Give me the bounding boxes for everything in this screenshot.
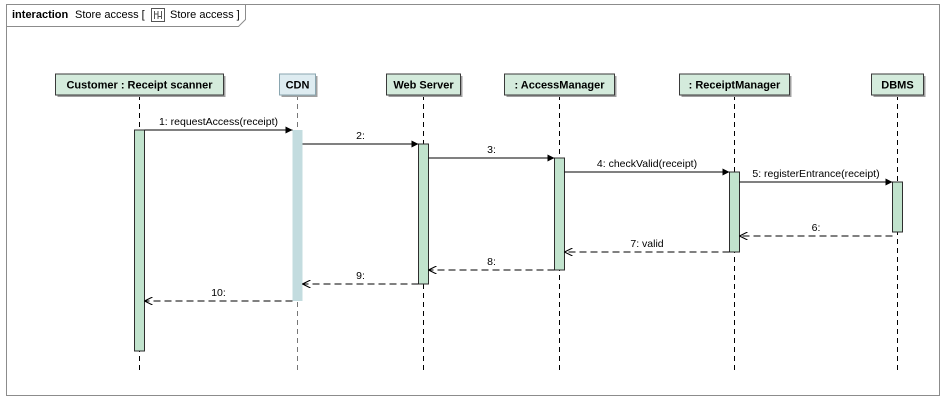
message-label: 4: checkValid(receipt) (597, 158, 697, 170)
lifeline-dbms: DBMS (871, 73, 926, 374)
message-label: 7: valid (630, 238, 663, 250)
activation-bar (554, 157, 565, 271)
message-label: 3: (487, 144, 496, 156)
message-label: 10: (211, 287, 226, 299)
message-label: 2: (356, 130, 365, 142)
activation-bar (729, 171, 740, 253)
lifeline-label: : AccessManager (514, 80, 605, 92)
message-7[interactable]: 7: valid (565, 238, 730, 252)
lifeline-label: Web Server (393, 80, 454, 92)
message-label: 8: (487, 256, 496, 268)
activation-bar (134, 129, 145, 352)
message-3[interactable]: 3: (428, 144, 555, 162)
lifeline-label: : ReceiptManager (689, 80, 781, 92)
message-label: 1: requestAccess(receipt) (159, 116, 278, 128)
activation-bar (292, 130, 303, 301)
lifeline-header[interactable] (279, 73, 316, 96)
message-8[interactable]: 8: (429, 256, 555, 270)
message-1[interactable]: 1: requestAccess(receipt) (144, 116, 293, 134)
interaction-frame (6, 4, 940, 396)
lifeline-receiptmanager: : ReceiptManager (679, 73, 792, 374)
lifeline-label: CDN (286, 80, 310, 92)
frame-name: Store access [ (75, 9, 145, 21)
message-6[interactable]: 6: (740, 222, 893, 236)
lifeline-cdn: CDN (279, 73, 318, 374)
lifeline-header[interactable] (871, 73, 924, 96)
lifeline-accessmanager: : AccessManager (504, 73, 617, 374)
lifeline-header[interactable] (504, 73, 615, 96)
message-9[interactable]: 9: (303, 270, 419, 284)
lifeline-label: Customer : Receipt scanner (66, 80, 213, 92)
lifeline-label: DBMS (881, 80, 913, 92)
frame-ref-label: Store access ] (170, 9, 240, 21)
interaction-diagram-icon (151, 8, 165, 22)
frame-tab (6, 4, 246, 27)
message-label: 9: (356, 270, 365, 282)
lifeline-header[interactable] (55, 73, 224, 96)
message-4[interactable]: 4: checkValid(receipt) (564, 158, 730, 176)
message-label: 6: (812, 222, 821, 234)
message-label: 5: registerEntrance(receipt) (752, 168, 879, 180)
lifeline-webserver: Web Server (386, 73, 463, 374)
lifeline-customer: Customer : Receipt scanner (55, 73, 226, 374)
activation-bar (418, 143, 429, 285)
message-2[interactable]: 2: (302, 130, 419, 148)
frame-keyword: interaction (12, 9, 69, 21)
lifeline-header[interactable] (679, 73, 790, 96)
message-10[interactable]: 10: (145, 287, 293, 301)
activation-bar (892, 181, 903, 233)
message-5[interactable]: 5: registerEntrance(receipt) (739, 168, 893, 186)
lifeline-header[interactable] (386, 73, 461, 96)
